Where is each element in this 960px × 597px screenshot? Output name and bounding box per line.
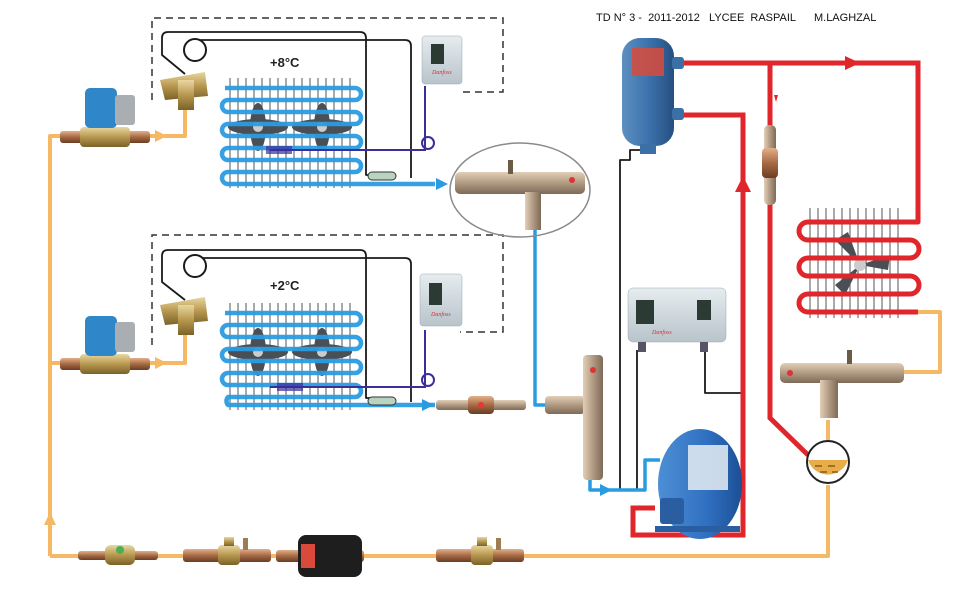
- evaporator-1: +8°C: [205, 55, 448, 190]
- sight-glass-liquid: [78, 545, 158, 565]
- bulb-icon: [183, 254, 207, 278]
- condenser: [796, 208, 922, 318]
- danfoss-logo: Danfoss: [430, 311, 451, 318]
- thermostat-2: Danfoss: [419, 273, 463, 327]
- flow-arrow-icon: [155, 130, 167, 142]
- solenoid-valve-2: [60, 316, 150, 374]
- flow-arrow-icon: [735, 176, 751, 192]
- flow-arrow-icon: [422, 399, 434, 411]
- thermostat-1: Danfoss: [421, 35, 463, 85]
- solenoid-valve-1: [60, 88, 150, 147]
- dashed-enclosure-1: [151, 17, 504, 100]
- flow-arrow-icon: [436, 178, 448, 190]
- expansion-valve-1: [160, 72, 208, 110]
- sight-glass-suction: [436, 396, 526, 414]
- evaporator-temp-label: +2°C: [270, 278, 300, 293]
- filter-drier: [276, 535, 364, 577]
- evaporator-2: +2°C: [205, 278, 435, 411]
- evaporator-temp-label: +8°C: [270, 55, 300, 70]
- flow-arrow-icon: [845, 56, 860, 70]
- evaporator-pressure-regulator-1: [455, 160, 585, 230]
- wiring: [161, 31, 745, 490]
- oil-separator: [622, 38, 684, 154]
- danfoss-logo: Danfoss: [651, 329, 672, 336]
- condensing-pressure-regulator: [780, 350, 904, 418]
- bulb-icon: [183, 38, 207, 62]
- highlight-ellipse: [449, 142, 591, 238]
- expansion-valve-2: [160, 297, 208, 335]
- receiver: [806, 440, 850, 484]
- shut-off-valve-2: [436, 537, 524, 565]
- danfoss-logo: Danfoss: [431, 69, 452, 76]
- diagram-title: TD N° 3 - 2011-2012 LYCEE RASPAIL M.LAGH…: [596, 12, 877, 24]
- shut-off-valve-1: [183, 537, 271, 565]
- check-valve-discharge: [762, 125, 778, 205]
- flow-arrow-icon: [44, 512, 56, 525]
- evaporator-pressure-regulator-2: [545, 355, 603, 480]
- flow-arrow-icon: [600, 484, 612, 496]
- dual-pressure-switch: Danfoss: [627, 287, 727, 352]
- flow-arrow-icon: [155, 357, 167, 369]
- compressor: [655, 429, 742, 539]
- flow-arrow-icon: [774, 95, 778, 102]
